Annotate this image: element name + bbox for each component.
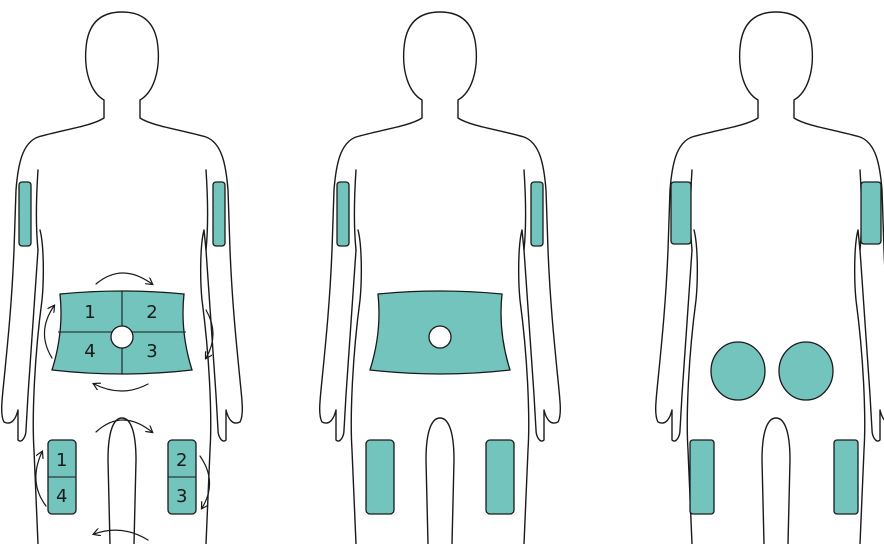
abdomen-quadrant-4: 4	[84, 341, 95, 362]
rotation-arrow-icon	[94, 384, 148, 391]
right-thigh-section-2: 2	[176, 450, 187, 471]
left-arm-zone	[19, 182, 31, 246]
rotation-arrow-icon	[96, 273, 152, 284]
left-thigh-section-1: 1	[56, 450, 67, 471]
left-upper-arm-back-zone	[671, 182, 691, 244]
abdomen-quadrant-1: 1	[84, 302, 95, 323]
rotation-arrow-icon	[36, 452, 46, 506]
navel-icon	[429, 326, 451, 348]
left-thigh-zone	[366, 440, 394, 514]
right-buttock-zone	[779, 342, 833, 400]
right-thigh-section-3: 3	[176, 486, 187, 507]
right-arm-zone	[531, 182, 543, 246]
abdomen-quadrant-2: 2	[146, 302, 157, 323]
navel-icon	[111, 326, 133, 348]
left-buttock-zone	[711, 342, 765, 400]
right-arm-zone	[213, 182, 225, 246]
figure-back	[656, 12, 884, 544]
figure-front-numbered: 1 2 3 4 1 4 2 3	[2, 12, 243, 544]
rotation-arrow-icon	[94, 530, 148, 540]
figure-front-plain	[320, 12, 561, 544]
right-thigh-back-zone	[834, 440, 858, 514]
left-arm-zone	[337, 182, 349, 246]
abdomen-quadrant-3: 3	[146, 341, 157, 362]
rotation-arrow-icon	[96, 420, 152, 432]
left-thigh-section-4: 4	[56, 486, 67, 507]
right-thigh-zone	[486, 440, 514, 514]
left-thigh-back-zone	[690, 440, 714, 514]
right-upper-arm-back-zone	[861, 182, 881, 244]
rotation-arrow-icon	[44, 306, 54, 358]
